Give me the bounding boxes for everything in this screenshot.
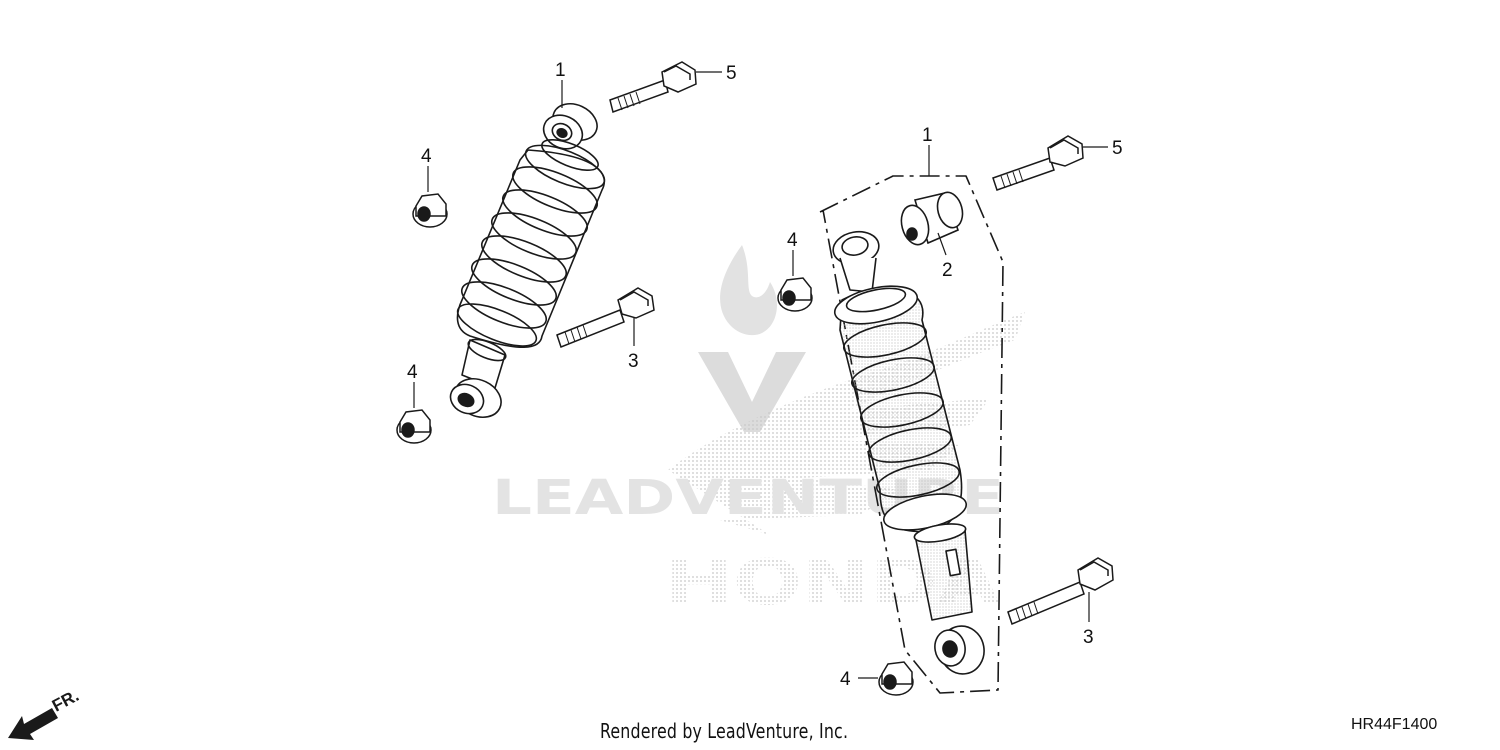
right-lower-bolt[interactable]	[1007, 557, 1114, 626]
callouts: 1 1 2 3 3 4 4 4 4 5 5	[407, 60, 1123, 690]
callout-left-shock[interactable]: 1	[555, 60, 566, 81]
callout-right-lower-bolt[interactable]: 3	[1083, 627, 1094, 648]
right-lower-nut[interactable]	[878, 661, 914, 696]
front-arrow-icon	[8, 708, 58, 740]
bushing[interactable]	[897, 190, 966, 248]
left-upper-bolt[interactable]	[609, 61, 697, 113]
leader-lines	[413, 71, 1108, 679]
callout-right-upper-bolt[interactable]: 5	[1112, 138, 1123, 159]
right-upper-bolt[interactable]	[992, 135, 1084, 191]
left-lower-nut[interactable]	[396, 409, 432, 444]
front-label: FR.	[49, 686, 82, 716]
watermark-v-icon	[698, 352, 806, 432]
callout-left-upper-nut[interactable]: 4	[421, 146, 432, 167]
left-upper-nut[interactable]	[412, 193, 448, 228]
right-shock-absorber[interactable]	[819, 175, 1004, 694]
callout-right-shock[interactable]: 1	[922, 125, 933, 146]
callout-right-lower-nut[interactable]: 4	[840, 669, 851, 690]
front-arrow: FR.	[8, 686, 82, 740]
right-upper-nut[interactable]	[777, 277, 813, 312]
callout-left-lower-nut[interactable]: 4	[407, 362, 418, 383]
watermark-wing-icon	[668, 312, 1025, 535]
render-credit: Rendered by LeadVenture, Inc.	[600, 719, 849, 743]
callout-right-upper-nut[interactable]: 4	[787, 230, 798, 251]
left-shock-absorber[interactable]	[446, 97, 610, 425]
callout-bushing[interactable]: 2	[942, 260, 953, 281]
diagram-code: HR44F1400	[1351, 716, 1438, 733]
left-lower-bolt[interactable]	[556, 287, 655, 348]
callout-left-lower-bolt[interactable]: 3	[628, 351, 639, 372]
callout-left-upper-bolt[interactable]: 5	[726, 63, 737, 84]
watermark-flame-icon	[720, 245, 777, 336]
